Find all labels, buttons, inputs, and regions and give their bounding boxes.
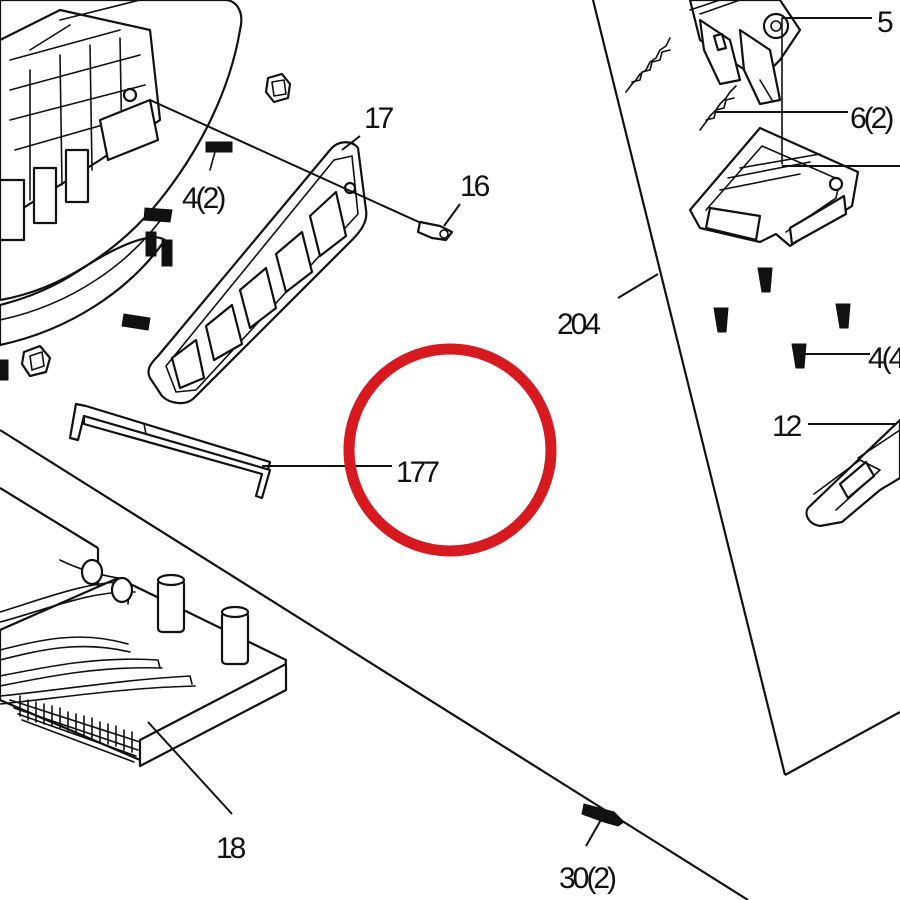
part-30-bolt	[581, 803, 625, 827]
callout-4-4: 4(4)	[868, 342, 900, 375]
hex-nut-top	[264, 72, 292, 104]
part-16-pin	[416, 220, 454, 242]
callout-16: 16	[460, 170, 490, 203]
capacitors	[156, 573, 250, 666]
callout-18: 18	[216, 832, 246, 865]
callout-4-2: 4(2)	[182, 182, 225, 215]
spring-upper	[625, 37, 671, 93]
pin-header-row	[19, 695, 133, 753]
callout-17: 17	[364, 102, 394, 135]
part-18-circuit-board	[0, 558, 288, 768]
callout-12: 12	[772, 410, 802, 443]
leader-lines	[147, 17, 900, 847]
screws-4-2	[0, 141, 233, 381]
spring-lower	[699, 85, 737, 131]
right-bracket-housing	[688, 17, 860, 248]
callout-204: 204	[557, 308, 600, 341]
callout-6-2: 6(2)	[850, 102, 893, 135]
callout-30-2: 30(2)	[559, 862, 616, 895]
callout-labels: 5 6(2) 17 16 4(2) 204 4(4) 12 177 18 30(…	[182, 6, 900, 895]
wires	[0, 558, 196, 705]
callout-177: 177	[396, 456, 439, 489]
highlight-circle	[343, 343, 557, 557]
right-screws	[713, 267, 851, 369]
part-177-bracket-rail	[68, 402, 272, 500]
callout-5: 5	[877, 6, 893, 39]
right-upper-mechanism	[688, 0, 802, 106]
part-12-lever	[805, 418, 900, 528]
main-housing	[0, 0, 243, 347]
hex-nut-left	[20, 344, 52, 378]
assembly-axis-line	[149, 99, 433, 229]
